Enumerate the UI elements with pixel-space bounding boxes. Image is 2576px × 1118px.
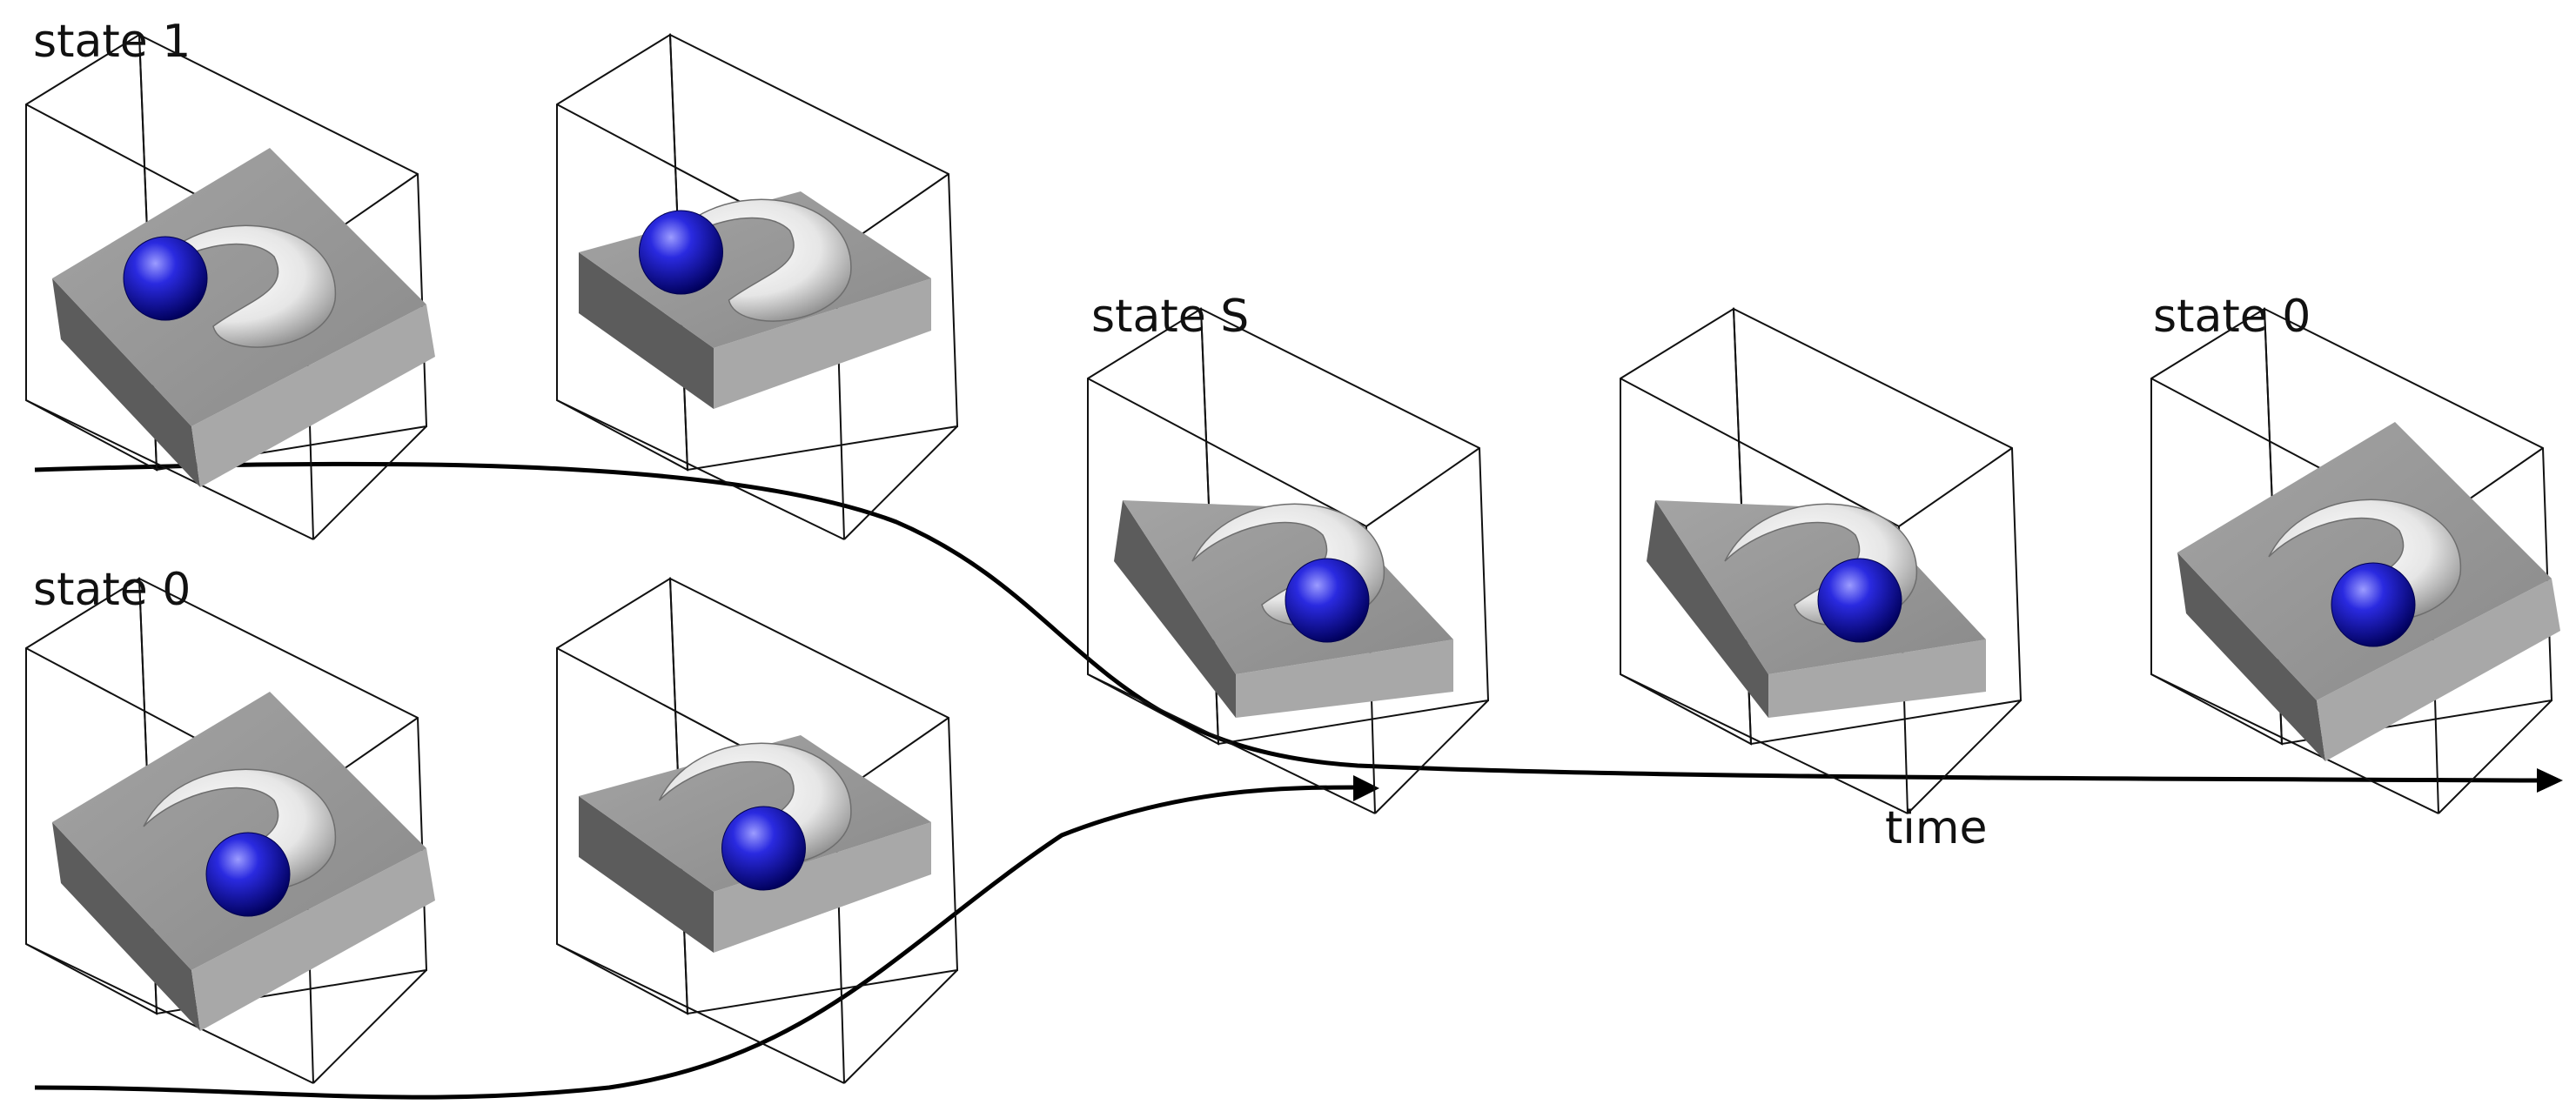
time-arrow-head [2537,768,2563,793]
plate-side-face [2177,552,2325,761]
blue-ball [1285,558,1370,643]
plate-side-face [52,822,200,1031]
label-state-0-right: state 0 [2153,291,2311,343]
box-edge [312,969,427,1084]
box-edge [1374,700,1489,814]
plate-front-face [714,278,931,409]
box-edge [1087,378,1367,527]
box-edge [1620,673,1909,814]
plate-top-face [52,692,426,970]
box-face-left [1620,307,1753,746]
trajectory-from-state-0 [34,785,1358,1100]
plate-side-face [52,278,200,487]
box-edge [1365,447,1480,527]
label-state-1: state 1 [33,16,191,68]
trough [143,224,336,348]
box-face-left [2150,307,2284,746]
plate-front-face [191,305,435,487]
trough [658,198,852,322]
plate-side-face [1647,500,1768,718]
tilted-plate [579,191,931,409]
plate-front-face [1236,639,1453,718]
plate-top-face [2177,422,2552,700]
plate-front-face [2317,579,2560,761]
tilted-plate [1647,500,1986,718]
plate-side-face [1114,500,1236,718]
plate-front-face [1768,639,1986,718]
plate-front-face [191,848,435,1031]
label-state-0-left: state 0 [33,564,191,616]
trajectory-layer [34,461,2563,1100]
box-edge [2150,673,2439,814]
blue-ball [123,236,208,321]
box-edge [25,943,314,1084]
box-edge [1907,700,2022,814]
box-edge [843,425,958,540]
blue-ball [639,210,723,295]
blue-ball [721,806,806,891]
box-face-left [25,33,158,472]
box-edge [312,425,427,540]
plate-side-face [579,796,714,953]
trajectory-arrow-head [1353,775,1379,801]
box-edge [2438,700,2553,814]
tilted-plate [52,148,435,487]
state-1-view-a [25,33,435,540]
blue-ball [1817,558,1902,643]
label-time: time [1885,802,1988,854]
box-edge [556,399,845,540]
state-0-view-a [25,577,435,1084]
box-face-left [556,577,689,1015]
box-face-left [556,33,689,472]
plate-front-face [714,822,931,953]
trajectory-from-state-1 [34,461,2538,783]
label-state-s: state S [1091,291,1250,343]
blue-ball [2331,562,2416,647]
box-edge [556,943,845,1084]
snapshot-layer [25,33,2560,1084]
state-s-view [1087,307,1490,814]
plate-top-face [52,148,426,426]
blue-ball [205,832,291,917]
state-1-view-b [556,33,959,540]
box-edge [1620,378,1900,527]
plate-side-face [579,252,714,409]
state-0-final-view [2150,307,2560,814]
box-edge [843,969,958,1084]
box-edge [1087,673,1376,814]
transition-view [1620,307,2023,814]
box-face-left [25,577,158,1015]
state-0-view-b [556,577,959,1084]
box-edge [1898,447,2013,527]
tilted-plate [1114,500,1453,718]
box-edge [25,399,314,540]
box-face-left [1087,307,1220,746]
